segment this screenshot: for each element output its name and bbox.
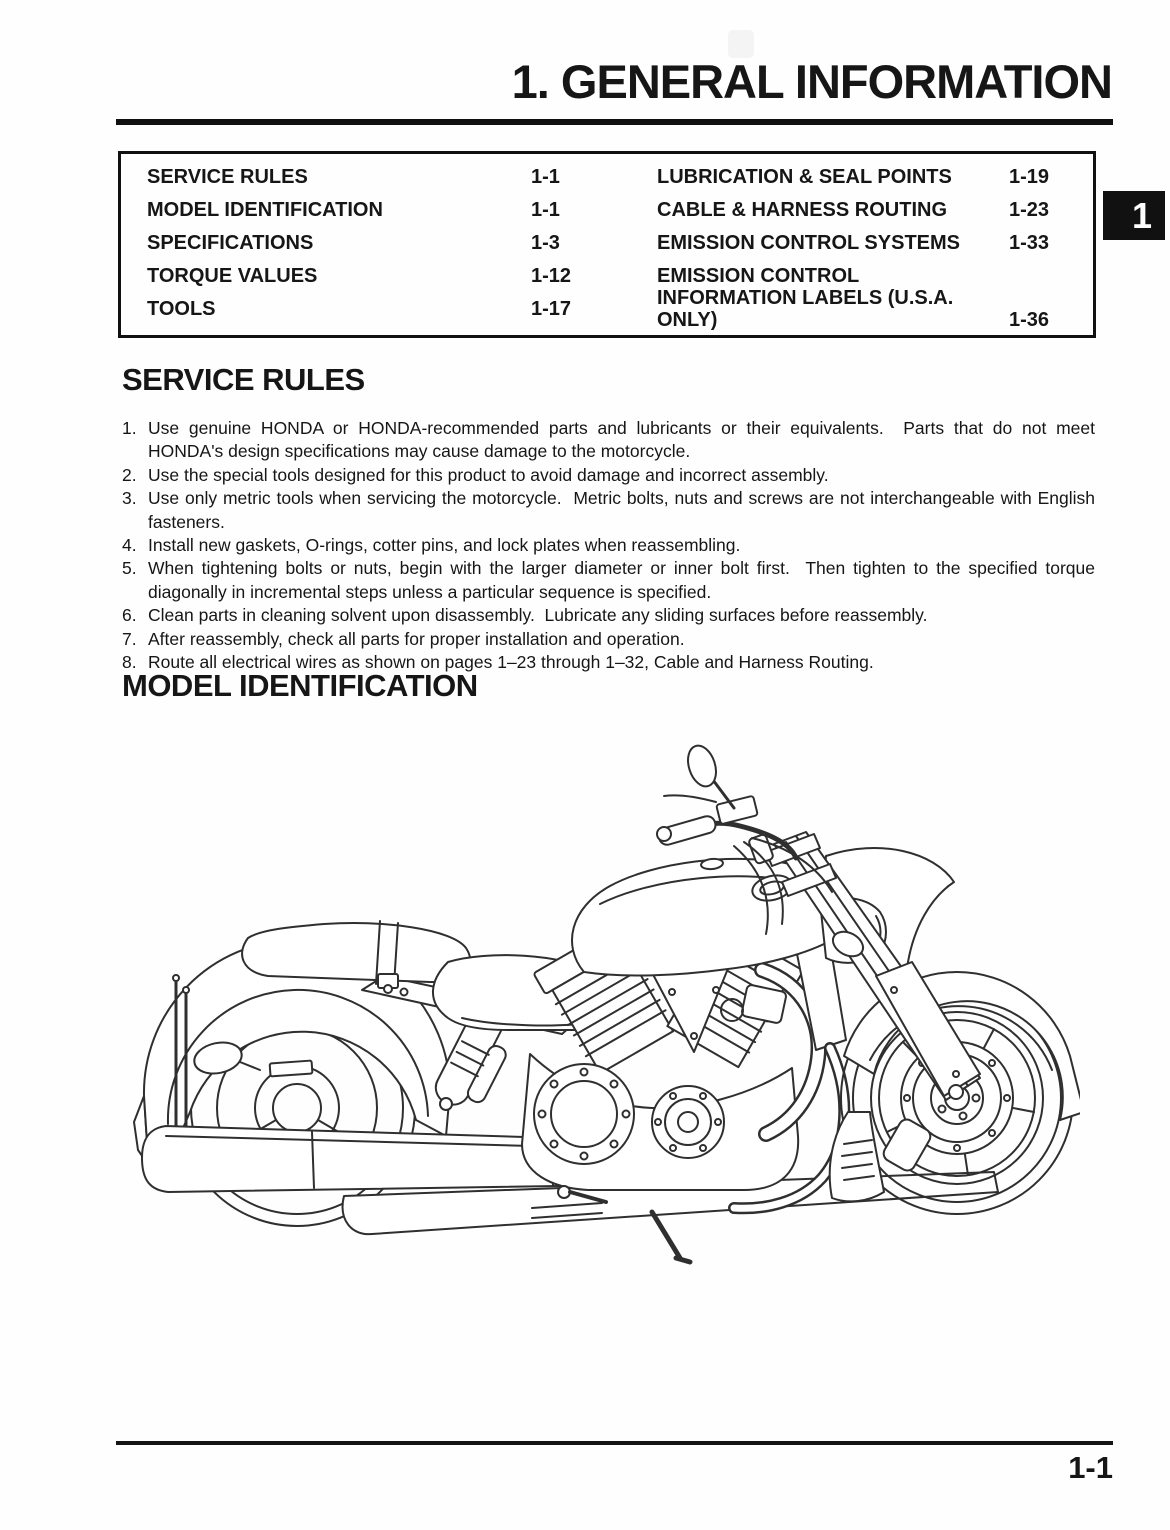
rule-item: 5. When tightening bolts or nuts, begin w… xyxy=(122,557,1095,604)
motorcycle-line-drawing-illustration xyxy=(133,744,1080,1265)
toc-entry: SERVICE RULES 1-1 xyxy=(147,166,587,188)
rule-item: 1. Use genuine HONDA or HONDA-recommended… xyxy=(122,417,1095,464)
service-rules-section: SERVICE RULES 1. Use genuine HONDA or HON… xyxy=(122,362,1095,674)
toc-entry: EMISSION CONTROL SYSTEMS 1-33 xyxy=(657,232,1075,254)
page-number: 1-1 xyxy=(1068,1450,1113,1485)
rule-number: 7. xyxy=(122,628,137,649)
toc-entry-page: 1-1 xyxy=(531,199,560,221)
rule-item: 3. Use only metric tools when servicing t… xyxy=(122,487,1095,534)
footer-rule xyxy=(116,1441,1113,1445)
toc-entry-label: TORQUE VALUES xyxy=(147,265,318,287)
toc-entry-label: EMISSION CONTROL SYSTEMS xyxy=(657,232,960,254)
rule-text: After reassembly, check all parts for pr… xyxy=(148,628,685,649)
rule-number: 2. xyxy=(122,464,137,485)
toc-entry-label: SERVICE RULES xyxy=(147,166,308,188)
page-title: 1. GENERAL INFORMATION xyxy=(511,55,1113,108)
toc-entry-page: 1-17 xyxy=(531,298,572,320)
toc-entry-page: 1-33 xyxy=(1009,232,1050,254)
table-of-contents: SERVICE RULES 1-1 MODEL IDENTIFICATION 1… xyxy=(118,151,1096,338)
front-fork-graphic xyxy=(765,831,981,1101)
handlebar-mirror-graphic xyxy=(656,744,833,935)
toc-entry-page: 1-36 xyxy=(1009,309,1050,331)
toc-entry-page: 1-12 xyxy=(531,265,572,287)
rule-number: 8. xyxy=(122,652,137,673)
rule-number: 3. xyxy=(122,488,137,509)
toc-entry: MODEL IDENTIFICATION 1-1 xyxy=(147,199,587,221)
toc-entry-label: SPECIFICATIONS xyxy=(147,232,314,254)
toc-entry: EMISSION CONTROL INFORMATION LABELS (U.S… xyxy=(657,265,1075,331)
service-rules-list: 1. Use genuine HONDA or HONDA-recommended… xyxy=(122,417,1095,674)
rule-item: 2. Use the special tools designed for thi… xyxy=(122,464,1095,487)
toc-column-right: LUBRICATION & SEAL POINTS 1-19 CABLE & H… xyxy=(657,166,1075,331)
toc-entry-label: MODEL IDENTIFICATION xyxy=(147,199,383,221)
rule-number: 4. xyxy=(122,535,137,556)
rule-text: Use only metric tools when servicing the… xyxy=(148,488,1095,532)
rule-text: Use genuine HONDA or HONDA-recommended p… xyxy=(148,418,1095,462)
rule-item: 6. Clean parts in cleaning solvent upon d… xyxy=(122,604,1095,627)
toc-entry: CABLE & HARNESS ROUTING 1-23 xyxy=(657,199,1075,221)
front-mudflap-graphic xyxy=(828,1111,885,1203)
toc-entry-page: 1-3 xyxy=(531,232,560,254)
toc-entry-label: TOOLS xyxy=(147,298,216,320)
toc-entry: TOOLS 1-17 xyxy=(147,298,587,320)
model-identification-heading: MODEL IDENTIFICATION xyxy=(122,668,478,703)
scan-artifact xyxy=(728,30,754,58)
toc-column-left: SERVICE RULES 1-1 MODEL IDENTIFICATION 1… xyxy=(147,166,587,327)
rule-number: 1. xyxy=(122,418,137,438)
toc-entry: TORQUE VALUES 1-12 xyxy=(147,265,587,287)
toc-entry-page: 1-19 xyxy=(1009,166,1050,188)
rule-number: 5. xyxy=(122,558,137,579)
toc-entry: LUBRICATION & SEAL POINTS 1-19 xyxy=(657,166,1075,188)
rule-text: Use the special tools designed for this … xyxy=(148,464,829,485)
chapter-tab: 1 xyxy=(1103,191,1165,240)
rule-text: Install new gaskets, O-rings, cotter pin… xyxy=(148,535,741,556)
toc-entry-label: CABLE & HARNESS ROUTING xyxy=(657,199,948,221)
title-rule xyxy=(116,119,1113,125)
toc-entry: SPECIFICATIONS 1-3 xyxy=(147,232,587,254)
toc-entry-label: LUBRICATION & SEAL POINTS xyxy=(657,166,952,188)
rule-item: 4. Install new gaskets, O-rings, cotter p… xyxy=(122,534,1095,557)
toc-entry-page: 1-23 xyxy=(1009,199,1050,221)
rule-text: When tightening bolts or nuts, begin wit… xyxy=(148,558,1095,602)
rule-text: Clean parts in cleaning solvent upon dis… xyxy=(148,605,928,626)
rule-text: Route all electrical wires as shown on p… xyxy=(148,652,874,673)
toc-entry-page: 1-1 xyxy=(531,166,560,188)
rule-item: 7. After reassembly, check all parts for … xyxy=(122,628,1095,651)
footpeg-kickstand-graphic xyxy=(557,1185,693,1265)
toc-entry-label: EMISSION CONTROL INFORMATION LABELS (U.S… xyxy=(657,265,954,331)
service-rules-heading: SERVICE RULES xyxy=(122,362,365,397)
rule-item: 8. Route all electrical wires as shown on… xyxy=(122,651,1095,674)
rule-number: 6. xyxy=(122,605,137,626)
